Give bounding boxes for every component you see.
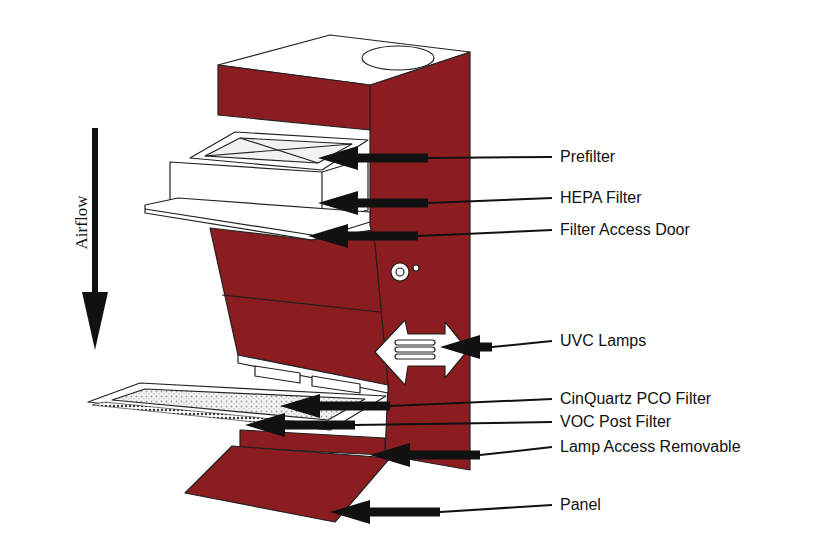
part-label: UVC Lamps	[560, 333, 646, 349]
control-knob-inner	[396, 268, 404, 276]
lower-opening	[255, 366, 300, 383]
leader-arrowhead	[318, 146, 358, 170]
part-label: Filter Access Door	[560, 222, 690, 238]
leader-line	[480, 447, 552, 455]
airflow-label: Airflow	[73, 195, 90, 249]
leader-arrowhead	[370, 443, 410, 467]
leader-arrowhead	[440, 335, 480, 359]
leader-shaft	[281, 421, 355, 430]
leader-shaft	[366, 508, 440, 517]
part-label: VOC Post Filter	[560, 414, 671, 430]
lower-frame	[238, 355, 388, 393]
housing-front-upper	[218, 65, 370, 130]
prefilter-frame	[190, 132, 368, 170]
part-label: HEPA Filter	[560, 190, 642, 206]
leader-line	[428, 198, 552, 203]
uvc-lamp	[395, 340, 435, 345]
air-outlet	[362, 46, 434, 70]
leader-line	[355, 422, 552, 425]
leader-line	[428, 157, 552, 158]
prefilter-brace	[205, 144, 352, 156]
leader-line	[418, 230, 552, 236]
housing-seam	[222, 295, 380, 312]
leader-arrowhead	[308, 224, 348, 248]
airflow-arrowhead	[82, 292, 108, 350]
leader-arrowhead	[330, 500, 370, 524]
airflow-shaft	[92, 128, 98, 298]
leader-shaft	[316, 402, 390, 411]
leader-shaft	[354, 154, 428, 163]
housing-front-lower	[210, 228, 388, 385]
leader-arrowhead	[318, 191, 358, 215]
leader-shaft	[406, 451, 480, 460]
leader-line	[440, 505, 552, 512]
lower-opening	[312, 376, 360, 393]
part-label: Panel	[560, 497, 601, 513]
part-label: Lamp Access Removable	[560, 439, 741, 455]
leader-line	[390, 399, 552, 406]
leader-arrowhead	[280, 394, 320, 418]
uvc-lamp-opening	[375, 320, 468, 385]
leader-shaft	[344, 232, 418, 241]
part-label: CinQuartz PCO Filter	[560, 391, 711, 407]
part-label: Prefilter	[560, 149, 615, 165]
uvc-lamp	[395, 354, 435, 359]
uvc-lamp	[395, 347, 435, 352]
indicator-light	[413, 265, 419, 271]
leader-arrowhead	[245, 413, 285, 437]
leader-shaft	[354, 199, 428, 208]
leader-line	[492, 341, 552, 347]
control-knob	[391, 263, 409, 281]
